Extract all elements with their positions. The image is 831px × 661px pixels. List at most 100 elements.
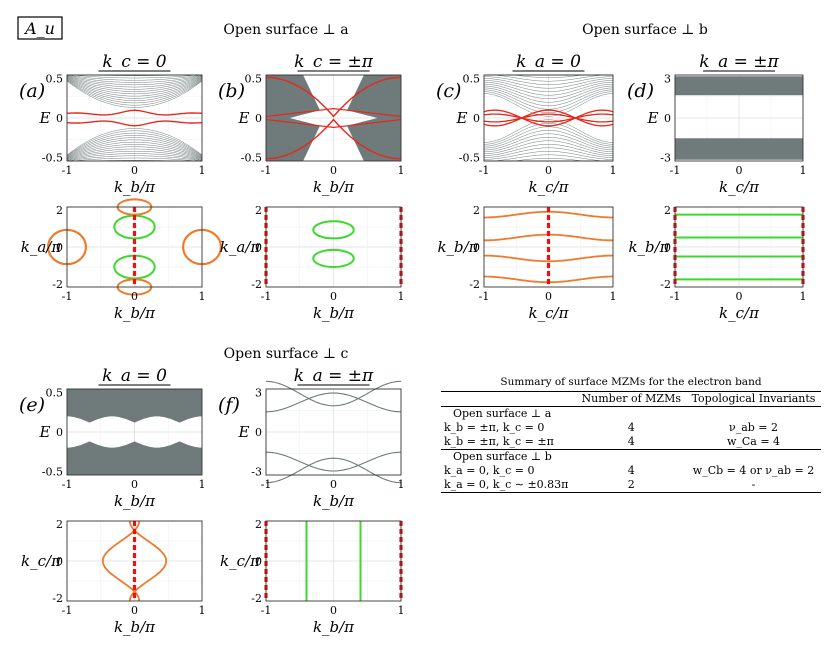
figure-label-box xyxy=(17,16,63,40)
condition-cell: k_b = ±π, k_c = ±π xyxy=(444,435,554,448)
group-title-a: Open surface ⊥ a xyxy=(223,22,348,38)
axes-frame xyxy=(66,206,203,288)
x-tick-label: -1 xyxy=(670,290,681,303)
bulk-band-line xyxy=(484,78,613,89)
bulk-band-line xyxy=(67,157,202,162)
fermi-contour xyxy=(101,520,141,602)
bulk-band-line xyxy=(66,80,203,106)
condition-cell: k_a = 0, k_c ∼ ±0.83π xyxy=(441,478,577,493)
bulk-band-line xyxy=(484,137,613,153)
y-tick-label: -2 xyxy=(52,278,63,291)
surface-state-line xyxy=(66,120,203,127)
y-tick-label: 0 xyxy=(473,241,480,254)
bulk-band-region xyxy=(347,75,401,161)
y-tick-label: 3 xyxy=(255,386,262,399)
x-axis-label: k_b/π xyxy=(313,618,355,636)
x-tick-label: 1 xyxy=(199,478,206,491)
y-axis-label: k_b/π xyxy=(437,238,479,256)
axes-frame xyxy=(265,206,402,288)
section-row: Open surface ⊥ a xyxy=(441,407,821,422)
panel-subtitle: k_a = ±π xyxy=(294,366,374,386)
bulk-band-line xyxy=(66,78,203,99)
axes-frame xyxy=(483,206,614,288)
header-cell: Topological Invariants xyxy=(686,391,821,407)
y-tick-label: 0 xyxy=(56,555,63,568)
bulk-band-region xyxy=(675,138,803,160)
y-tick-label: -0.5 xyxy=(459,152,480,165)
condition-cell: k_b = ±π, k_c = 0 xyxy=(444,421,545,434)
y-tick-label: -2 xyxy=(251,278,262,291)
panel-subtitle: k_a = 0 xyxy=(102,366,167,386)
axes-frame xyxy=(265,74,402,162)
bulk-band-line xyxy=(483,130,614,149)
axes-frame xyxy=(265,520,402,602)
bulk-band-line xyxy=(483,126,614,147)
x-tick-label: 0 xyxy=(736,290,743,303)
x-axis-label: k_c/π xyxy=(529,304,570,322)
y-tick-label: 2 xyxy=(255,204,262,217)
table-body: Number of MZMs Topological Invariants Op… xyxy=(441,391,821,493)
y-axis-label: k_b/π xyxy=(628,238,670,256)
bulk-band-line xyxy=(483,119,614,143)
bulk-band-line xyxy=(66,79,203,101)
fermi-contour xyxy=(128,520,168,602)
fermi-contour xyxy=(312,220,355,240)
x-axis-label: k_b/π xyxy=(114,178,156,196)
y-tick-label: 0 xyxy=(473,112,480,125)
panel-subtitle: k_c = 0 xyxy=(102,52,166,72)
y-axis-label: k_c/π xyxy=(21,552,62,570)
axes-frame xyxy=(674,206,804,288)
bulk-band-line xyxy=(66,80,203,108)
y-tick-label: -3 xyxy=(251,466,262,479)
y-tick-label: 0 xyxy=(255,112,262,125)
bulk-band-region xyxy=(266,75,320,161)
panel-a xyxy=(66,74,203,162)
x-tick-label: 0 xyxy=(330,290,337,303)
y-tick-label: 2 xyxy=(255,518,262,531)
header-cell xyxy=(441,391,577,407)
invariant-cell: w_Ca = 4 xyxy=(726,435,781,448)
bulk-band-line xyxy=(484,151,613,160)
y-axis-label: k_a/π xyxy=(21,238,63,256)
bulk-band-line xyxy=(67,74,202,79)
condition-cell: k_a = 0, k_c = 0 xyxy=(444,464,535,477)
bulk-band-line xyxy=(483,91,614,113)
y-tick-label: 2 xyxy=(473,204,480,217)
bulk-band-line xyxy=(66,137,203,158)
y-tick-label: 0.5 xyxy=(46,72,64,85)
x-tick-label: 0 xyxy=(131,478,138,491)
panel-c xyxy=(483,74,614,162)
table-row: k_b = ±π, k_c = ±π 4 w_Ca = 4 xyxy=(441,435,821,450)
axes-frame xyxy=(66,520,203,602)
x-tick-label: 1 xyxy=(610,164,617,177)
bulk-band-line xyxy=(265,380,402,407)
x-tick-label: -1 xyxy=(479,290,490,303)
x-tick-label: -1 xyxy=(479,164,490,177)
x-axis-label: k_b/π xyxy=(114,304,156,322)
surface-state-line xyxy=(483,113,614,123)
panel-letter: (f) xyxy=(218,394,240,416)
panel-subtitle: k_a = ±π xyxy=(699,52,779,72)
invariant-cell: w_Cb = 4 or ν_ab = 2 xyxy=(692,464,815,477)
table-row: k_a = 0, k_c ∼ ±0.83π 2 - xyxy=(441,478,821,493)
x-tick-label: 1 xyxy=(398,604,405,617)
y-tick-label: -0.5 xyxy=(241,152,262,165)
x-axis-label: k_c/π xyxy=(719,178,760,196)
fermi-contour xyxy=(484,254,613,263)
surface-state-line xyxy=(483,109,614,127)
bulk-band-line xyxy=(66,77,203,92)
x-tick-label: 0 xyxy=(545,290,552,303)
surface-state-line xyxy=(265,107,402,117)
mzm-count-cell: 4 xyxy=(627,435,635,448)
x-tick-label: 1 xyxy=(398,290,405,303)
x-tick-label: 0 xyxy=(545,164,552,177)
bulk-band-line xyxy=(66,135,203,157)
bulk-band-line xyxy=(484,154,613,162)
x-tick-label: 1 xyxy=(610,290,617,303)
y-tick-label: 0 xyxy=(56,426,63,439)
surface-state-line xyxy=(265,119,402,129)
table-caption: Summary of surface MZMs for the electron… xyxy=(500,376,762,388)
surface-state-line xyxy=(483,109,614,127)
bulk-band-line xyxy=(66,74,203,81)
panel-letter: (c) xyxy=(436,80,461,102)
